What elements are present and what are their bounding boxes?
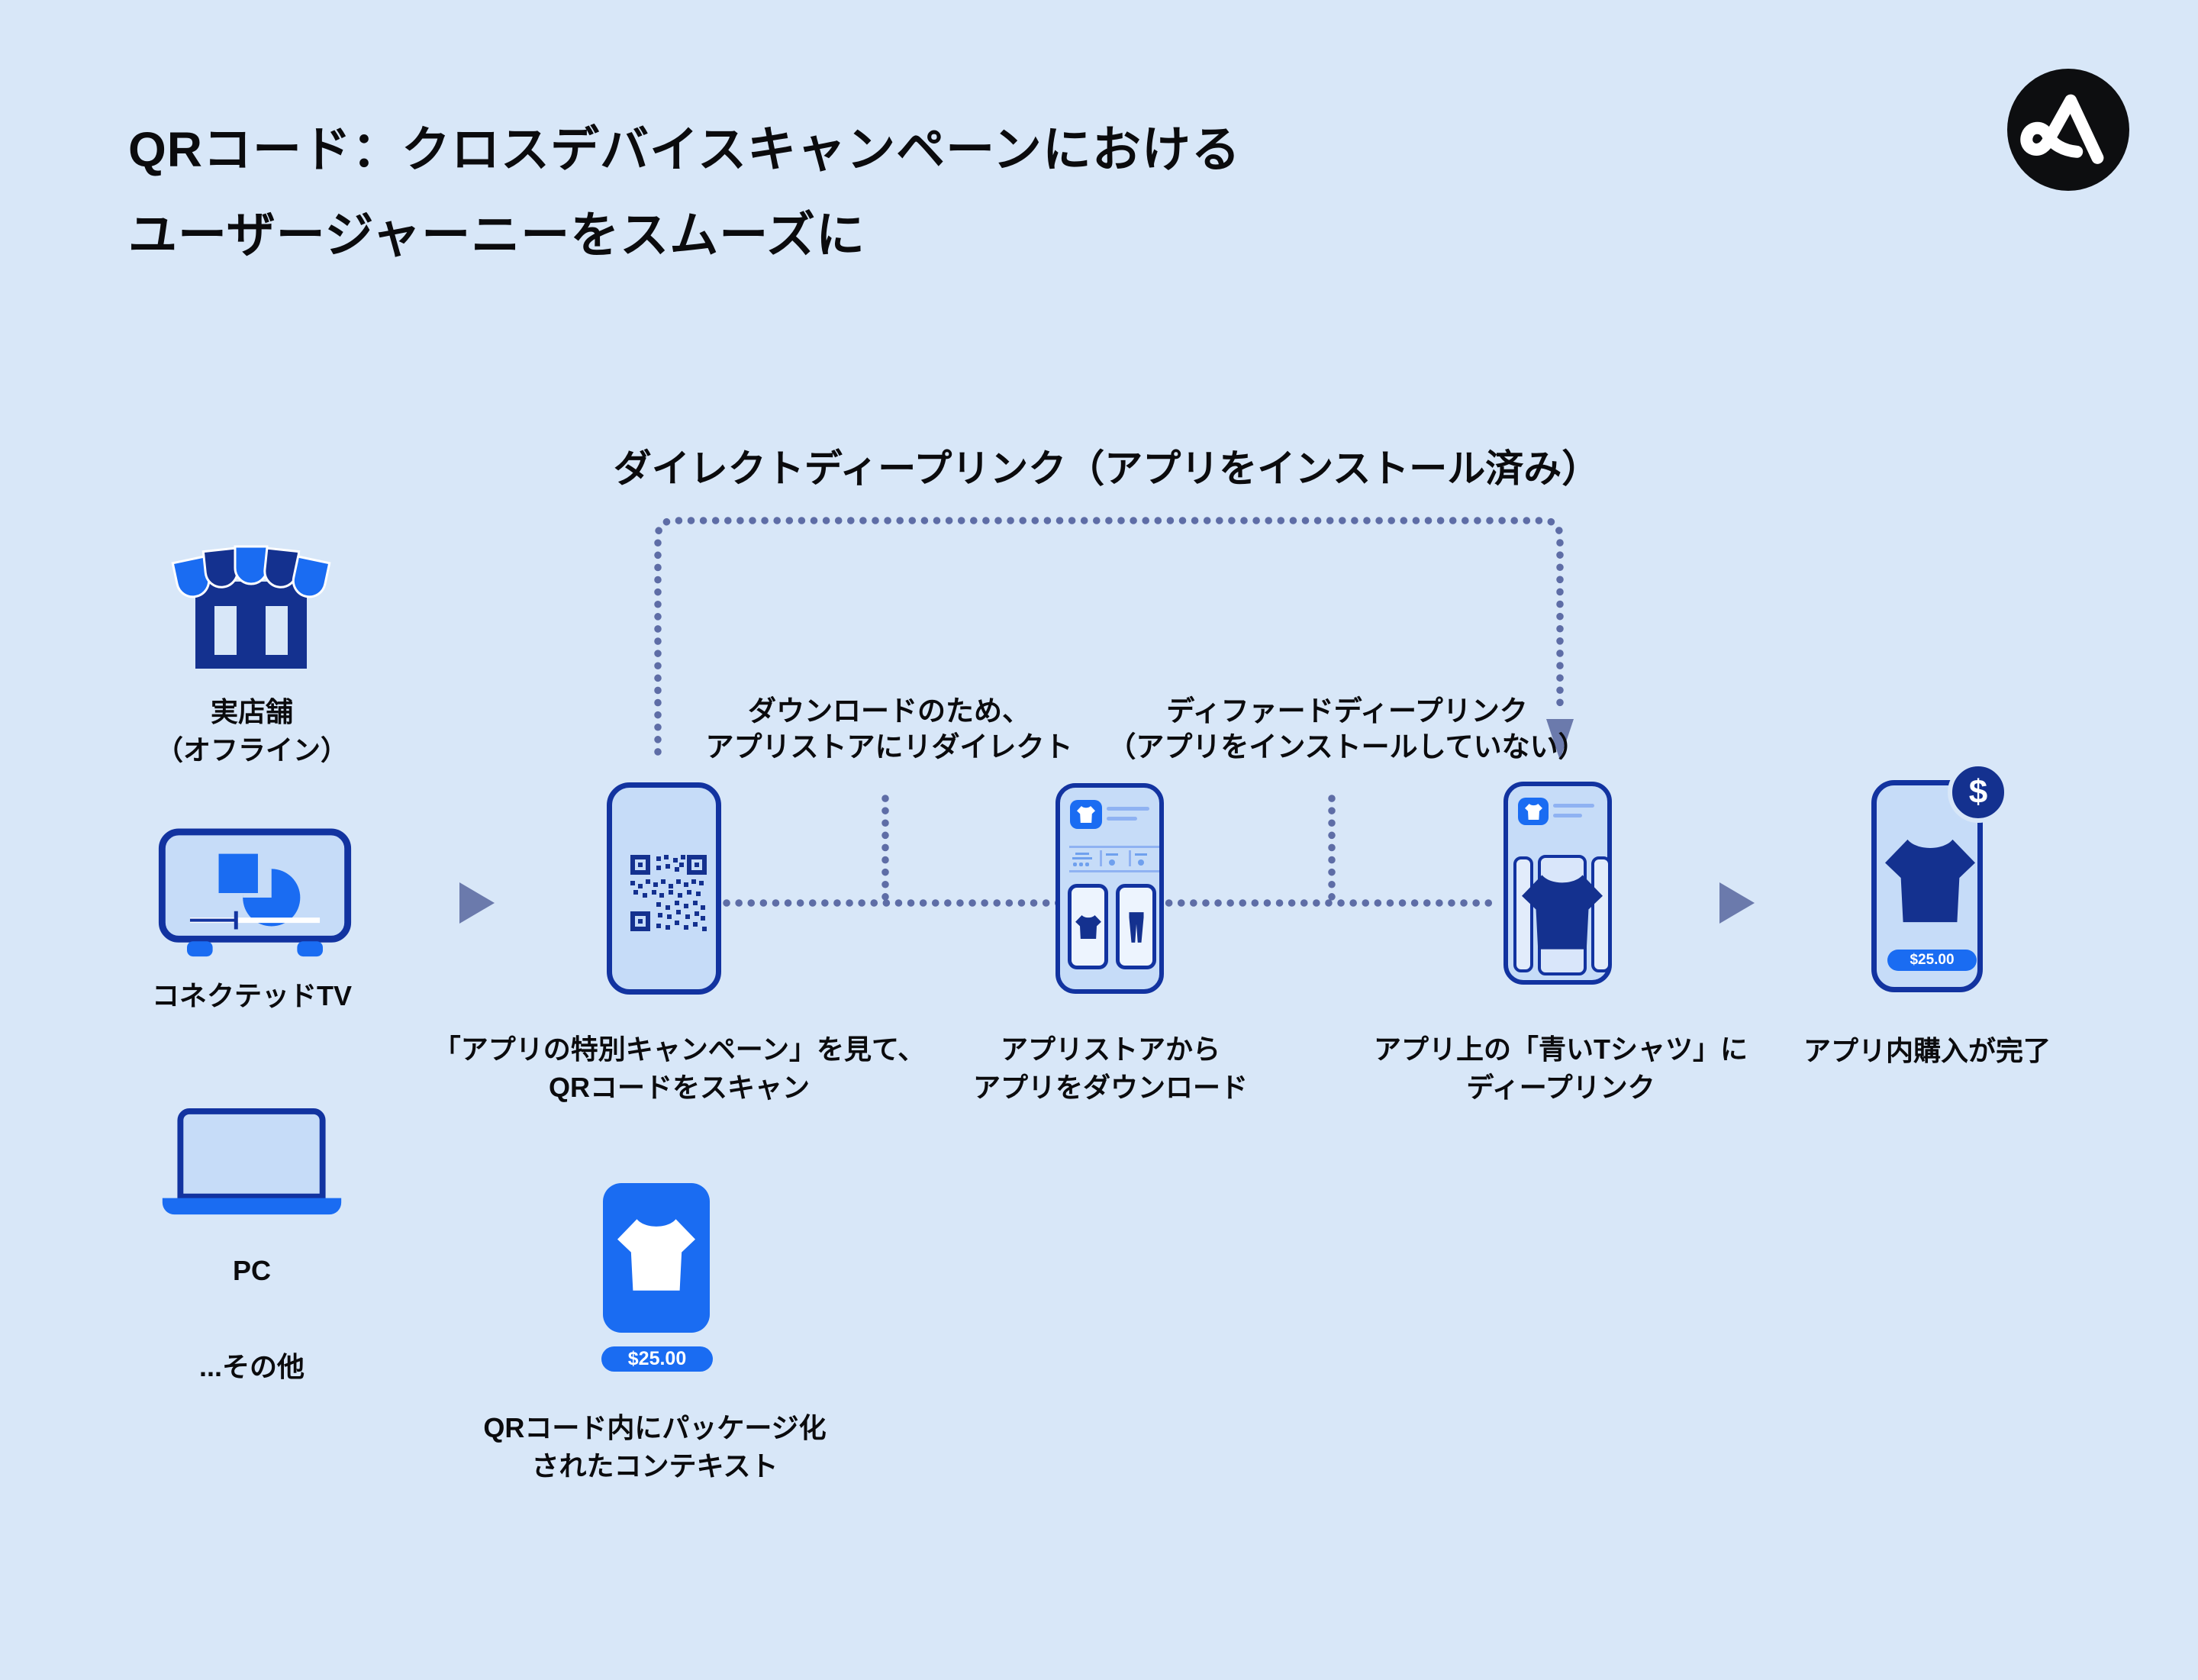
white-tshirt-icon	[617, 1219, 695, 1291]
qr-code-icon	[630, 855, 707, 931]
screenshot-card-pants	[1116, 884, 1156, 969]
tshirt-icon	[1075, 915, 1101, 939]
phone-app-store	[1055, 783, 1164, 994]
redirect-annotation-line2: アプリストアにリダイレクト	[705, 731, 1073, 763]
rating-line	[1135, 853, 1147, 856]
context-caption-line1: QRコード内にパッケージ化	[483, 1412, 827, 1443]
rating-line	[1106, 853, 1118, 856]
redirect-annotation-line1: ダウンロードのため、	[748, 695, 1030, 727]
app-icon	[1518, 798, 1549, 825]
app-subtitle-placeholder	[1553, 814, 1582, 817]
rating-star	[1085, 863, 1089, 866]
appsflyer-logo-mark	[2007, 69, 2129, 191]
context-caption: QRコード内にパッケージ化 されたコンテキスト	[426, 1409, 884, 1485]
deeplink-caption-line2: ディープリンク	[1466, 1072, 1655, 1103]
phone-qr-scan	[607, 782, 721, 995]
carousel-card-right	[1591, 856, 1611, 972]
right-arrow-icon	[1719, 882, 1755, 924]
app-icon	[1070, 800, 1102, 829]
rating-dot	[1138, 859, 1144, 866]
rating-star	[1073, 863, 1077, 866]
scan-caption-line2: QRコードをスキャン	[548, 1072, 810, 1103]
redirect-annotation: ダウンロードのため、 アプリストアにリダイレクト	[660, 693, 1118, 765]
deeplink-caption: アプリ上の「青いTシャツ」に ディープリンク	[1309, 1030, 1813, 1107]
app-store-caption: アプリストアから アプリをダウンロード	[881, 1030, 1339, 1107]
page-title-line1: QRコード：クロスデバイスキャンペーンにおける	[128, 122, 1241, 177]
connected-tv-icon	[156, 827, 353, 961]
ratings-divider-2	[1129, 850, 1131, 866]
pc-label: PC	[232, 1255, 271, 1286]
app-title-placeholder	[1553, 804, 1594, 808]
purchase-caption: アプリ内購入が完了	[1803, 1035, 2051, 1066]
qr-context-card	[603, 1183, 710, 1333]
right-arrow-icon	[459, 882, 495, 924]
deferred-deeplink-annotation: ディファードディープリンク （アプリをインストールしていない）	[1088, 693, 1607, 765]
app-store-caption-line1: アプリストアから	[1000, 1033, 1220, 1065]
rating-line	[1072, 857, 1092, 859]
rating-dot	[1109, 859, 1115, 866]
scan-caption: 「アプリの特別キャンペーン」を見て、 QRコードをスキャン	[404, 1030, 954, 1107]
ratings-strip-bottom-rule	[1069, 870, 1159, 872]
store-label-line2: （オフライン）	[155, 734, 348, 766]
flow-heading: ダイレクトディープリンク（アプリをインストール済み）	[613, 447, 1600, 490]
direct-deeplink-arc	[654, 517, 1564, 756]
phone-deeplink	[1503, 782, 1612, 985]
blue-tshirt-icon	[1522, 875, 1603, 950]
app-subtitle-placeholder	[1107, 817, 1137, 821]
dollar-badge-icon: $	[1948, 762, 2009, 823]
down-arrow-icon	[1546, 719, 1574, 760]
app-store-caption-line2: アプリをダウンロード	[972, 1072, 1248, 1103]
store-label-line1: 実店舗	[210, 696, 293, 727]
other-sources-label: ...その他	[198, 1351, 305, 1382]
context-caption-line2: されたコンテキスト	[531, 1450, 778, 1482]
scan-caption-line1: 「アプリの特別キャンペーン」を見て、	[433, 1033, 926, 1065]
deeplink-caption-line1: アプリ上の「青いTシャツ」に	[1374, 1033, 1748, 1065]
carousel-card-left	[1513, 856, 1533, 972]
page-title-line2: ユーザージャーニーをスムーズに	[128, 208, 866, 263]
app-title-placeholder	[1107, 807, 1149, 811]
store-label: 実店舗 （オフライン）	[99, 693, 404, 769]
deferred-annotation-line1: ディファードディープリンク	[1166, 695, 1528, 727]
screenshot-card-tshirt	[1068, 884, 1108, 969]
ratings-divider-1	[1100, 850, 1102, 866]
price-pill: $25.00	[1887, 950, 1977, 971]
page-title: QRコード：クロスデバイスキャンペーンにおける ユーザージャーニーをスムーズに	[128, 107, 1241, 278]
blue-tshirt-icon	[1885, 839, 1975, 923]
storefront-icon	[171, 545, 331, 736]
laptop-icon	[156, 1104, 347, 1227]
rating-line	[1075, 853, 1089, 855]
deferred-annotation-line2: （アプリをインストールしていない）	[1107, 731, 1587, 763]
context-price-pill: $25.00	[601, 1346, 713, 1372]
ratings-strip-top-rule	[1069, 846, 1159, 848]
pants-icon	[1129, 912, 1144, 943]
appsflyer-logo-icon	[2007, 69, 2129, 191]
connected-tv-label: コネクテッドTV	[151, 980, 352, 1011]
rating-star	[1079, 863, 1083, 866]
